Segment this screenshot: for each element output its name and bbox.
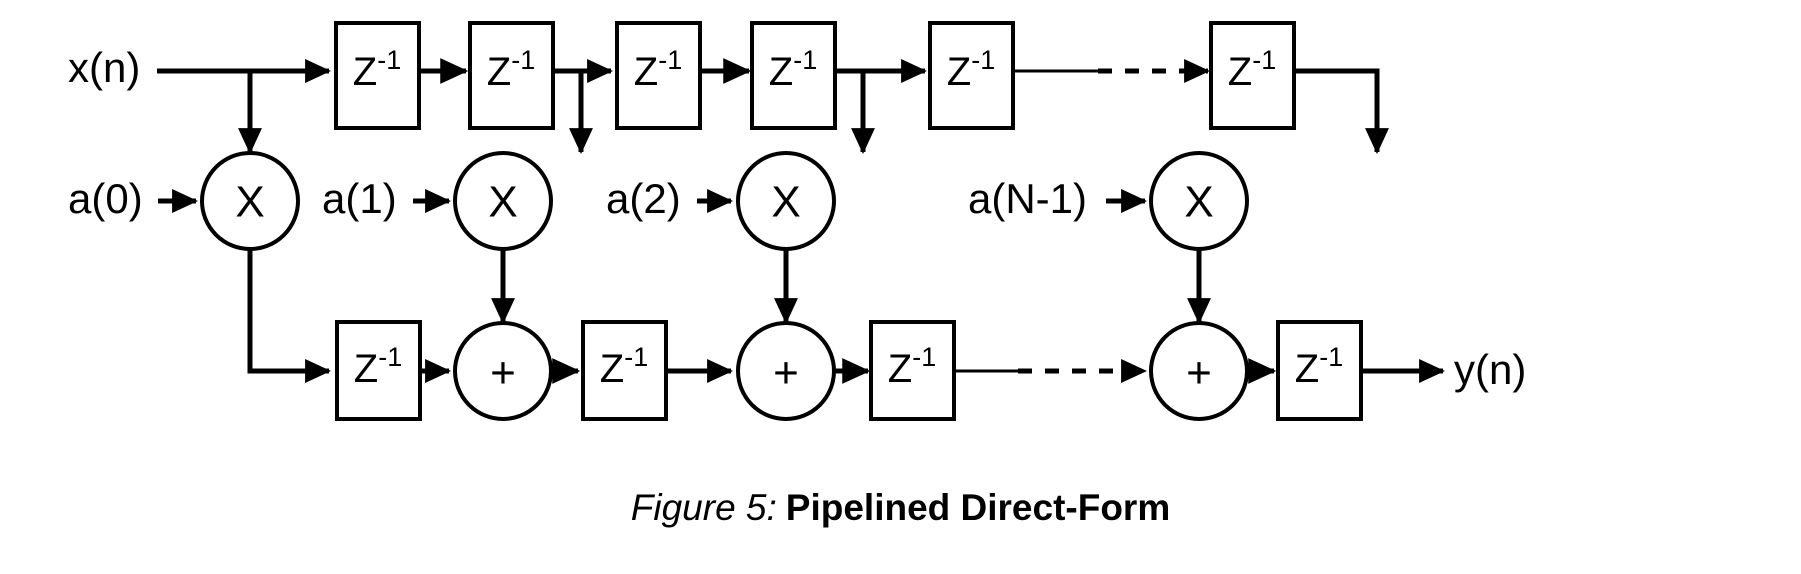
delay-block-top-1-label: Z-1 bbox=[353, 45, 401, 94]
input-signal-label: x(n) bbox=[68, 44, 140, 91]
delay-block-top-5[interactable]: Z-1 bbox=[928, 21, 1015, 130]
coefficient-label-an-minus-1: a(N-1) bbox=[968, 175, 1087, 222]
delay-block-bottom-3-label: Z-1 bbox=[888, 342, 936, 391]
delay-block-bottom-2-label: Z-1 bbox=[600, 342, 648, 391]
multiplier-0-label: X bbox=[235, 178, 264, 227]
delay-block-top-6-label: Z-1 bbox=[1228, 45, 1276, 94]
delay-block-top-4[interactable]: Z-1 bbox=[750, 21, 837, 130]
delay-block-bottom-2[interactable]: Z-1 bbox=[581, 320, 668, 421]
multiplier-1-label: X bbox=[488, 178, 517, 227]
delay-block-bottom-1-label: Z-1 bbox=[354, 342, 402, 391]
multiplier-1[interactable]: X bbox=[453, 151, 553, 251]
adder-0[interactable]: + bbox=[453, 321, 553, 421]
delay-block-top-1[interactable]: Z-1 bbox=[334, 21, 421, 130]
figure-caption: Figure 5:Pipelined Direct-Form bbox=[0, 487, 1801, 529]
output-signal-label: y(n) bbox=[1454, 346, 1526, 393]
multiplier-2-label: X bbox=[771, 178, 800, 227]
delay-block-bottom-1[interactable]: Z-1 bbox=[335, 320, 422, 421]
delay-block-top-5-label: Z-1 bbox=[947, 45, 995, 94]
delay-block-top-6[interactable]: Z-1 bbox=[1209, 21, 1296, 130]
multiplier-0[interactable]: X bbox=[200, 151, 300, 251]
adder-n-minus-1[interactable]: + bbox=[1149, 321, 1249, 421]
adder-n-minus-1-label: + bbox=[1186, 349, 1212, 398]
delay-block-top-3[interactable]: Z-1 bbox=[615, 21, 702, 130]
wire-z6-to-mulN1 bbox=[1293, 68, 1389, 155]
delay-block-bottom-3[interactable]: Z-1 bbox=[869, 320, 956, 421]
delay-block-top-2[interactable]: Z-1 bbox=[468, 21, 555, 130]
delay-block-top-2-label: Z-1 bbox=[487, 45, 535, 94]
delay-block-top-3-label: Z-1 bbox=[634, 45, 682, 94]
delay-block-top-4-label: Z-1 bbox=[769, 45, 817, 94]
delay-block-bottom-4-label: Z-1 bbox=[1295, 342, 1343, 391]
coefficient-label-a0: a(0) bbox=[68, 175, 143, 222]
figure-caption-title: Pipelined Direct-Form bbox=[785, 487, 1171, 528]
coefficient-label-a1: a(1) bbox=[322, 175, 397, 222]
figure-caption-prefix: Figure 5: bbox=[630, 487, 777, 528]
multiplier-n-minus-1[interactable]: X bbox=[1149, 151, 1249, 251]
wire-mul0-to-botz1 bbox=[247, 249, 332, 383]
adder-1[interactable]: + bbox=[736, 321, 836, 421]
coefficient-label-a2: a(2) bbox=[606, 175, 681, 222]
adder-1-label: + bbox=[773, 349, 799, 398]
multiplier-n-minus-1-label: X bbox=[1184, 178, 1213, 227]
adder-0-label: + bbox=[490, 349, 516, 398]
multiplier-2[interactable]: X bbox=[736, 151, 836, 251]
delay-block-bottom-4[interactable]: Z-1 bbox=[1276, 320, 1363, 421]
